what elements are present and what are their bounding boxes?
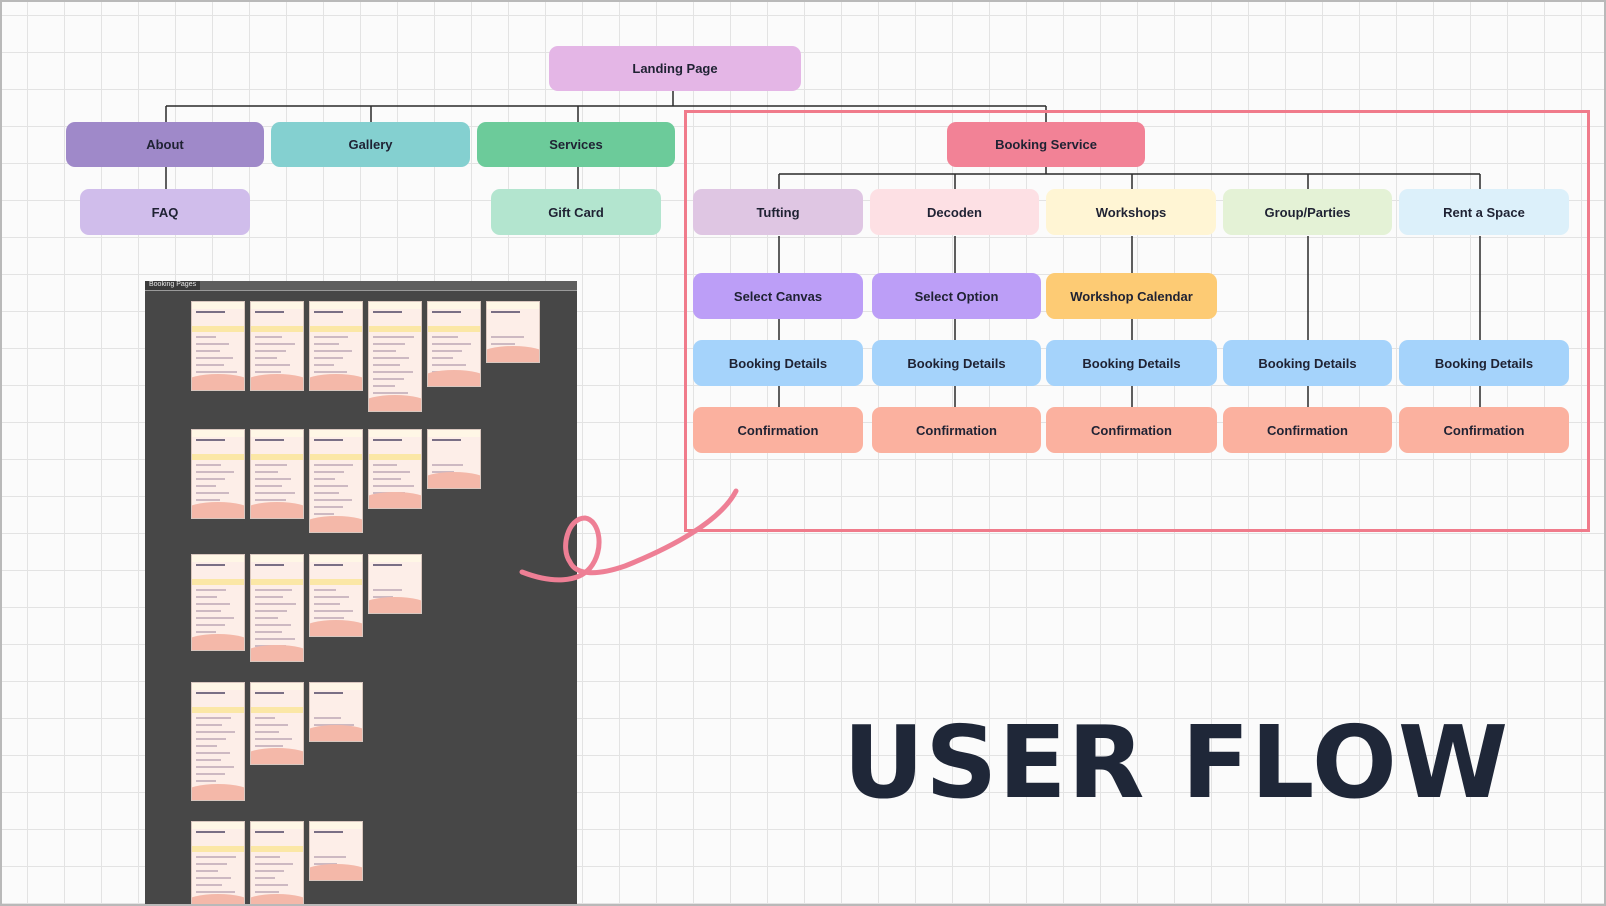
booking-page-thumbnail[interactable]	[309, 821, 363, 881]
booking-page-thumbnail[interactable]	[250, 821, 304, 906]
booking-page-thumbnail[interactable]	[191, 429, 245, 519]
node-confirmation-tufting[interactable]: Confirmation	[693, 407, 863, 453]
node-faq[interactable]: FAQ	[80, 189, 250, 235]
node-gift-card[interactable]: Gift Card	[491, 189, 661, 235]
booking-page-thumbnail[interactable]	[368, 301, 422, 412]
node-confirmation-workshops[interactable]: Confirmation	[1046, 407, 1217, 453]
node-booking-details-decoden[interactable]: Booking Details	[872, 340, 1041, 386]
booking-pages-label: Booking Pages	[145, 281, 201, 290]
booking-page-thumbnail[interactable]	[368, 554, 422, 614]
node-gallery[interactable]: Gallery	[271, 122, 470, 167]
booking-page-thumbnail[interactable]	[427, 301, 481, 387]
node-landing-page[interactable]: Landing Page	[549, 46, 801, 91]
node-workshops[interactable]: Workshops	[1046, 189, 1216, 235]
node-booking-service[interactable]: Booking Service	[947, 122, 1145, 167]
booking-page-thumbnail[interactable]	[309, 554, 363, 637]
booking-page-thumbnail[interactable]	[250, 429, 304, 519]
node-confirmation-rent[interactable]: Confirmation	[1399, 407, 1569, 453]
connector-booking	[778, 167, 1481, 189]
node-booking-details-workshops[interactable]: Booking Details	[1046, 340, 1217, 386]
node-booking-details-groups[interactable]: Booking Details	[1223, 340, 1392, 386]
connector-landing	[165, 91, 1047, 122]
booking-page-thumbnail[interactable]	[368, 429, 422, 509]
booking-page-thumbnail[interactable]	[309, 682, 363, 742]
booking-page-thumbnail[interactable]	[309, 301, 363, 391]
node-rent-a-space[interactable]: Rent a Space	[1399, 189, 1569, 235]
node-booking-details-rent[interactable]: Booking Details	[1399, 340, 1569, 386]
node-booking-details-tufting[interactable]: Booking Details	[693, 340, 863, 386]
booking-page-thumbnail[interactable]	[309, 429, 363, 533]
node-tufting[interactable]: Tufting	[693, 189, 863, 235]
node-select-option[interactable]: Select Option	[872, 273, 1041, 319]
node-group-parties[interactable]: Group/Parties	[1223, 189, 1392, 235]
node-services[interactable]: Services	[477, 122, 675, 167]
node-confirmation-groups[interactable]: Confirmation	[1223, 407, 1392, 453]
booking-page-thumbnail[interactable]	[250, 301, 304, 391]
booking-pages-frame[interactable]: Booking Pages	[145, 281, 577, 906]
booking-page-thumbnail[interactable]	[250, 682, 304, 765]
booking-page-thumbnail[interactable]	[191, 554, 245, 651]
node-about[interactable]: About	[66, 122, 264, 167]
node-confirmation-decoden[interactable]: Confirmation	[872, 407, 1041, 453]
booking-page-thumbnail[interactable]	[191, 682, 245, 801]
booking-page-thumbnail[interactable]	[250, 554, 304, 662]
booking-page-thumbnail[interactable]	[486, 301, 540, 363]
node-decoden[interactable]: Decoden	[870, 189, 1039, 235]
booking-pages-tab: Booking Pages	[145, 281, 577, 291]
booking-page-thumbnail[interactable]	[191, 301, 245, 391]
node-workshop-calendar[interactable]: Workshop Calendar	[1046, 273, 1217, 319]
node-select-canvas[interactable]: Select Canvas	[693, 273, 863, 319]
user-flow-title: USER FLOW	[843, 704, 1510, 821]
booking-page-thumbnail[interactable]	[191, 821, 245, 906]
booking-page-thumbnail[interactable]	[427, 429, 481, 489]
